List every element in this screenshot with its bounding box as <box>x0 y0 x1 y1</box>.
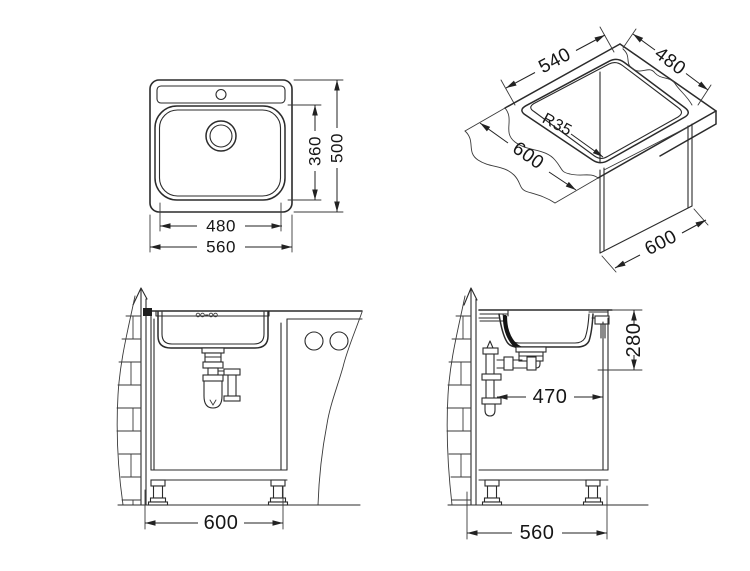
adjacent-hole-right <box>329 331 349 351</box>
break-wavy-far <box>464 130 556 204</box>
overflow-pipe <box>502 314 529 353</box>
side-dimensions: 280 470 560 <box>466 309 645 544</box>
sink-bowl-side-section <box>498 313 594 353</box>
wall-bracket <box>143 308 152 316</box>
cabinet-front <box>117 315 361 506</box>
worktop-cutout <box>521 58 689 164</box>
dim-trap-offset: 470 <box>533 386 568 408</box>
side-installed-view: 280 470 560 <box>446 287 649 544</box>
dim-overall-depth: 500 <box>328 133 347 163</box>
radius-leader <box>570 133 604 158</box>
foot-side-right <box>582 479 604 506</box>
front-installed-view: 600 <box>116 287 363 534</box>
sink-outline-top <box>149 79 293 213</box>
foot-front-left <box>147 479 169 506</box>
worktop-front <box>143 308 363 506</box>
break-squiggle <box>622 48 693 106</box>
tap-hole <box>215 88 227 101</box>
rim-clip <box>594 315 610 325</box>
drain-hole-inner <box>209 124 233 148</box>
top-view-dimensions: 480 560 360 500 <box>149 79 347 257</box>
adjacent-hole-left <box>304 331 324 351</box>
cutout-dimensions: 540 480 R35 600 600 <box>479 26 712 273</box>
wall-side <box>446 287 478 506</box>
wall-front <box>116 287 148 506</box>
faucet-deck <box>156 85 286 104</box>
drain-trap-front <box>201 347 241 409</box>
break-wavy-near <box>504 107 599 179</box>
dim-overall-width: 560 <box>206 238 236 257</box>
cutout-isometric-view: 540 480 R35 600 600 <box>464 26 717 273</box>
worktop-side <box>478 309 613 339</box>
cabinet-side <box>447 317 649 506</box>
front-dimensions: 600 <box>144 485 284 534</box>
dim-bowl-width: 480 <box>206 217 236 236</box>
dim-worktop-depth: 600 <box>508 138 547 174</box>
dim-mounting-depth: 280 <box>623 323 645 358</box>
dim-cabinet-depth-iso: 600 <box>641 226 680 260</box>
torn-edge <box>317 311 363 506</box>
drain-trap-side <box>481 340 547 417</box>
foot-side-left <box>481 479 503 506</box>
foot-front-right <box>267 479 289 506</box>
dim-bowl-depth: 360 <box>306 136 325 166</box>
drain-hole <box>205 120 237 152</box>
bowl-outer <box>154 105 286 201</box>
overflow-mark <box>195 312 218 318</box>
dim-cabinet-depth-side: 560 <box>520 522 555 544</box>
bowl-inner <box>158 109 282 197</box>
dim-cabinet-width: 600 <box>204 512 239 534</box>
cabinet-side-panel <box>599 123 693 254</box>
top-view: 480 560 360 500 <box>149 79 347 257</box>
sink-bowl-front-section <box>157 311 269 349</box>
